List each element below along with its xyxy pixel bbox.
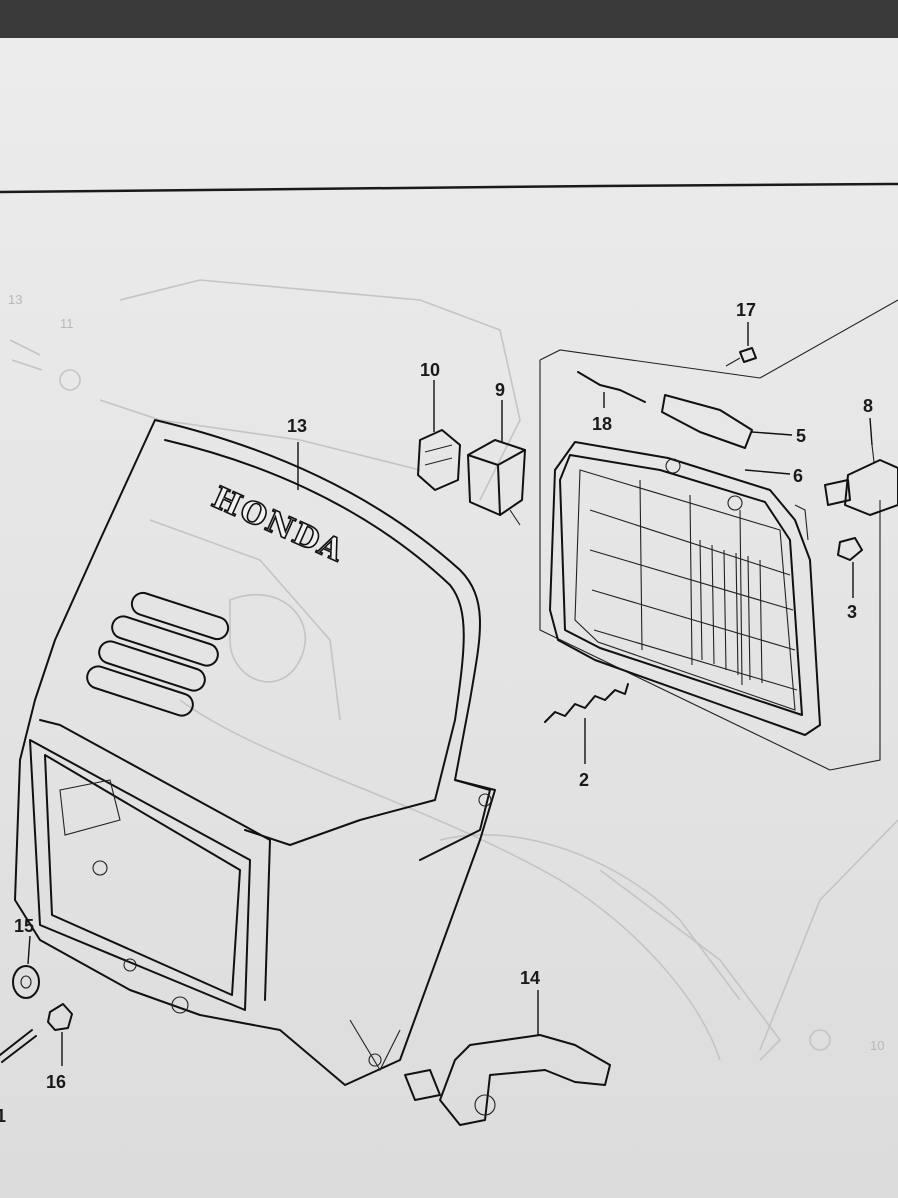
callout-17: 17 <box>736 300 756 320</box>
ghost-callout-10: 10 <box>870 1038 884 1053</box>
assembly-outline-top-right <box>759 299 898 379</box>
part-15-washer <box>12 965 40 999</box>
header-rule <box>0 182 898 194</box>
leader-lines <box>27 322 873 1066</box>
part-1-bolt <box>0 1029 37 1063</box>
part-10-connector <box>417 429 461 491</box>
part-2-spring <box>544 683 629 723</box>
callout-13: 13 <box>287 416 307 436</box>
callout-14: 14 <box>520 968 540 988</box>
assembly-outline-right <box>829 500 881 771</box>
honda-logo-text: HONDA <box>207 480 350 569</box>
callout-9: 9 <box>495 380 505 400</box>
callout-3: 3 <box>847 602 857 622</box>
part-17-screw <box>725 347 757 367</box>
part-18-wire <box>577 371 646 403</box>
callout-6: 6 <box>793 466 803 486</box>
part-16-nut <box>47 1003 73 1031</box>
ghost-callout-13: 13 <box>8 292 22 307</box>
part-9-relay <box>467 439 526 526</box>
part-5-bracket <box>661 394 753 449</box>
callout-1-partial: 1 <box>0 1106 6 1126</box>
callout-2: 2 <box>579 770 589 790</box>
bleed-through-drawing <box>9 279 898 1061</box>
part-8-bulb <box>824 444 898 516</box>
callout-10: 10 <box>420 360 440 380</box>
part-3-nut <box>837 537 863 561</box>
headlight-cowl: HONDA <box>14 419 496 1086</box>
assembly-outline-box <box>539 349 831 771</box>
callout-5: 5 <box>796 426 806 446</box>
callout-16: 16 <box>46 1072 66 1092</box>
callout-8: 8 <box>863 396 873 416</box>
callout-15: 15 <box>14 916 34 936</box>
ghost-callout-11: 11 <box>60 316 74 331</box>
headlight-unit <box>549 441 821 736</box>
callout-numbers: 13 10 9 17 18 5 6 8 3 2 15 16 14 1 <box>0 300 873 1126</box>
part-14-stay <box>404 1034 611 1126</box>
headlight-lens-grid <box>589 479 798 691</box>
callout-18: 18 <box>592 414 612 434</box>
